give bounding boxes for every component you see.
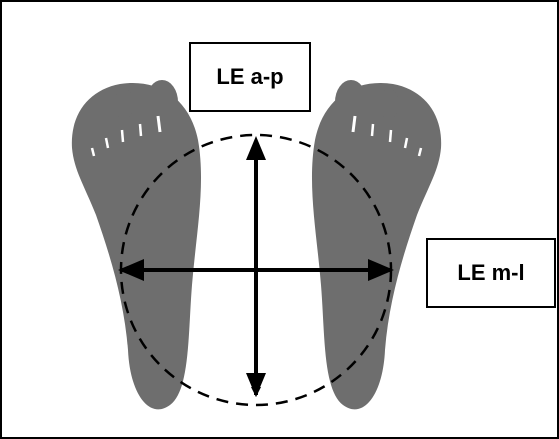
- label-medial-lateral: LE m-l: [426, 238, 556, 308]
- label-anterior-posterior: LE a-p: [189, 42, 311, 112]
